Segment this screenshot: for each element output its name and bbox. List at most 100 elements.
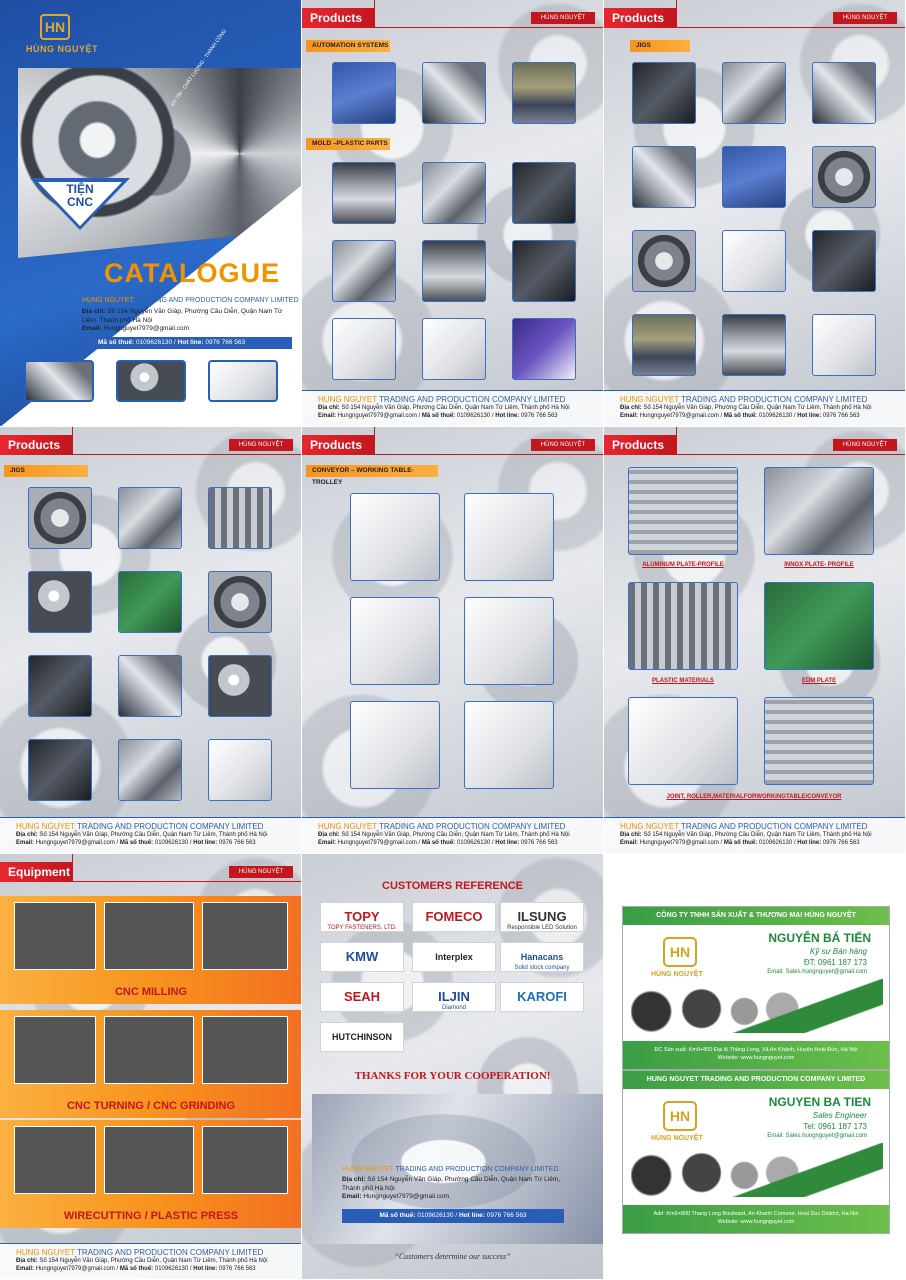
equipment-image — [202, 1016, 288, 1084]
card-email: Email: Sales.hungnguyet@gmail.com — [767, 969, 867, 975]
equipment-image — [14, 902, 96, 970]
product-image — [632, 146, 696, 208]
product-image — [764, 697, 874, 785]
category-automation: AUTOMATION SYSTEMS — [306, 40, 390, 52]
card-footer: Add: Km9+800 Thang Long Boulivard, An Kh… — [623, 1205, 889, 1233]
product-image — [722, 314, 786, 376]
section-title: Products — [0, 435, 72, 455]
card-brand: HÙNG NGUYỆT — [651, 971, 703, 978]
tax-hotline-bar: Mã số thuế: 0109626130 / Hot line: 0976 … — [82, 337, 292, 349]
products-jigs-2: Products HÙNG NGUYỆT JIGS HUNG NGUYET TR… — [0, 427, 302, 854]
section-title: Products — [302, 435, 374, 455]
product-image — [332, 240, 396, 302]
page-footer: HUNG NGUYET TRADING AND PRODUCTION COMPA… — [302, 390, 603, 426]
product-image — [118, 487, 182, 549]
product-image — [208, 655, 272, 717]
product-image — [632, 62, 696, 124]
company-name: HUNG NGUYET TRADING AND PRODUCTION COMPA… — [82, 297, 299, 304]
equipment-caption: CNC MILLING — [114, 986, 188, 998]
category-jigs: JIGS — [4, 465, 88, 477]
brand-name: HÙNG NGUYỆT — [26, 44, 99, 54]
product-image — [28, 739, 92, 801]
product-image — [208, 739, 272, 801]
customer-logo: KMW — [320, 942, 404, 972]
section-title: Products — [302, 8, 374, 28]
product-image — [722, 146, 786, 208]
product-image — [208, 571, 272, 633]
brand-tag: HÙNG NGUYỆT — [531, 12, 595, 24]
product-image — [350, 597, 440, 685]
product-image — [632, 230, 696, 292]
card-company: HUNG NGUYET TRADING AND PRODUCTION COMPA… — [623, 1071, 889, 1089]
product-image — [512, 62, 576, 124]
section-title: Products — [604, 8, 676, 28]
equipment-caption: WIRECUTTING / PLASTIC PRESS — [63, 1210, 239, 1222]
business-card-vn: CÔNG TY TNHH SẢN XUẤT & THƯƠNG MẠI HÙNG … — [622, 906, 890, 1070]
company-motto: “Customers determine our success” — [394, 1252, 511, 1261]
card-products-image — [631, 1143, 883, 1197]
page-footer: HUNG NGUYET TRADING AND PRODUCTION COMPA… — [0, 817, 301, 853]
equipment-band-wire: WIRECUTTING / PLASTIC PRESS — [0, 1120, 301, 1228]
products-automation-mold: Products HÙNG NGUYỆT AUTOMATION SYSTEMS … — [302, 0, 604, 427]
product-image — [422, 162, 486, 224]
category-jigs: JIGS — [630, 40, 690, 52]
material-caption: EDM PLATE — [801, 678, 837, 684]
customer-logo: KAROFI — [500, 982, 584, 1012]
product-image — [208, 487, 272, 549]
material-caption: PLASTIC MATERIALS — [652, 678, 714, 684]
product-image — [332, 318, 396, 380]
brand-tag: HÙNG NGUYỆT — [229, 439, 293, 451]
catalogue-cover: HN HÙNG NGUYỆT UY TÍN - CHẤT LƯỢNG - THÀ… — [0, 0, 302, 427]
cover-title: CATALOGUE — [104, 258, 280, 288]
card-phone: ĐT: 0961 187 173 — [803, 958, 867, 967]
card-logo: HN — [663, 1101, 697, 1131]
product-image — [422, 62, 486, 124]
category-mold: MOLD –PLASTIC PARTS — [306, 138, 390, 150]
page-footer: HUNG NGUYET TRADING AND PRODUCTION COMPA… — [604, 817, 905, 853]
product-image — [812, 230, 876, 292]
card-role: Kỹ sư Bán hàng — [809, 947, 867, 956]
business-cards-page: CÔNG TY TNHH SẢN XUẤT & THƯƠNG MẠI HÙNG … — [604, 854, 906, 1280]
equipment-image — [104, 1016, 194, 1084]
equipment-image — [202, 902, 288, 970]
card-phone: Tel: 0961 187 173 — [803, 1122, 867, 1131]
product-image — [422, 318, 486, 380]
equipment-caption: CNC TURNING / CNC GRINDING — [66, 1100, 236, 1112]
material-caption: ALUMINUM PLATE-PROFILE — [642, 562, 724, 568]
product-image — [722, 62, 786, 124]
brand-tag: HÙNG NGUYỆT — [531, 439, 595, 451]
brand-tag: HÙNG NGUYỆT — [833, 12, 897, 24]
product-image — [350, 701, 440, 789]
page-footer: HUNG NGUYET TRADING AND PRODUCTION COMPA… — [0, 1243, 301, 1279]
product-image — [28, 487, 92, 549]
product-image — [628, 697, 738, 785]
customer-logo: FOMECO — [412, 902, 496, 932]
card-name: NGUYEN BA TIEN — [768, 1095, 871, 1109]
customer-logo: Interplex — [412, 942, 496, 972]
page-footer: HUNG NGUYET TRADING AND PRODUCTION COMPA… — [604, 390, 905, 426]
brand-tag: HÙNG NGUYỆT — [833, 439, 897, 451]
card-footer: ĐC Sản xuất: Km9+800 Đại lộ Thăng Long, … — [623, 1041, 889, 1069]
company-contact: Địa chỉ: Số 154 Nguyễn Văn Giáp, Phường … — [82, 308, 283, 332]
card-company: CÔNG TY TNHH SẢN XUẤT & THƯƠNG MẠI HÙNG … — [623, 907, 889, 925]
cover-thumb-2 — [116, 360, 186, 402]
product-image — [464, 701, 554, 789]
product-image — [812, 314, 876, 376]
cover-thumb-3 — [208, 360, 278, 402]
product-image — [464, 493, 554, 581]
product-image — [764, 467, 874, 555]
equipment-band-milling: CNC MILLING — [0, 896, 301, 1004]
page-footer: HUNG NGUYET TRADING AND PRODUCTION COMPA… — [302, 817, 603, 853]
equipment-page: Equipment HÙNG NGUYỆT CNC MILLING CNC TU… — [0, 854, 302, 1280]
product-image — [118, 571, 182, 633]
product-image — [512, 318, 576, 380]
equipment-band-turning: CNC TURNING / CNC GRINDING — [0, 1010, 301, 1118]
product-image — [512, 162, 576, 224]
product-image — [350, 493, 440, 581]
section-title: Equipment — [0, 862, 72, 882]
product-image — [812, 146, 876, 208]
